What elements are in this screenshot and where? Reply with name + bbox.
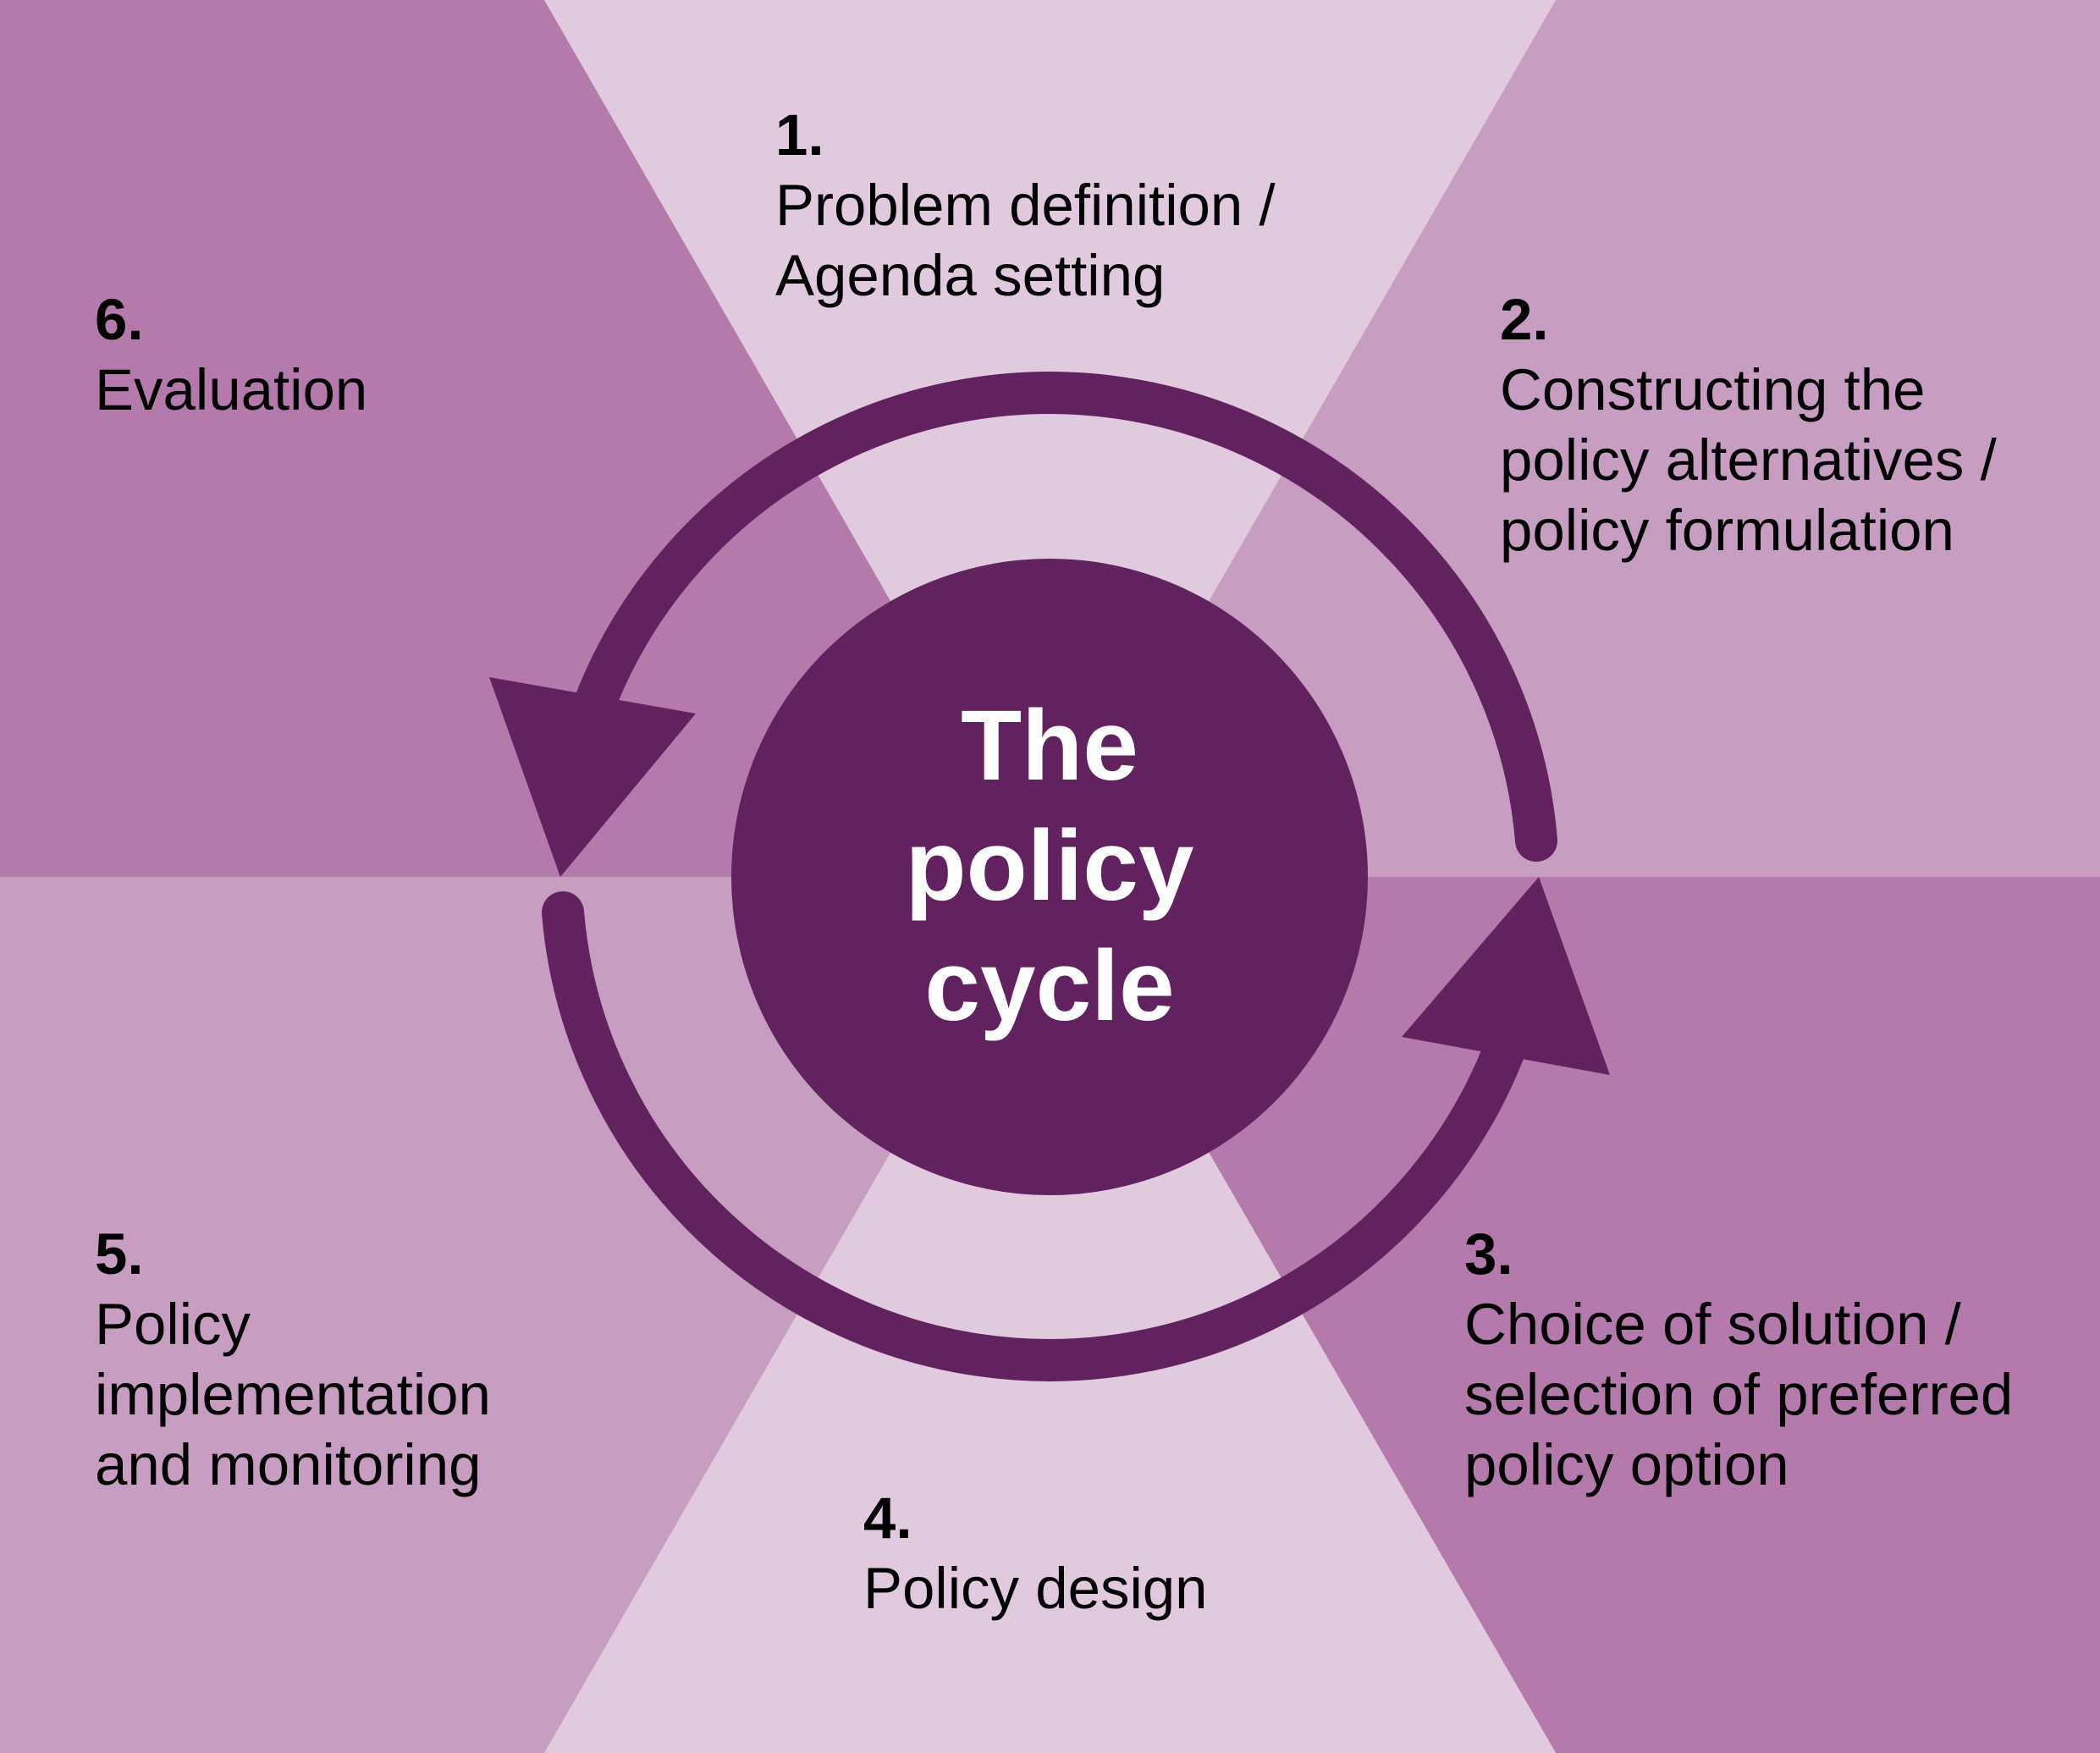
stage-1-number: 1. bbox=[775, 102, 824, 168]
stage-5-line-1: Policy bbox=[95, 1292, 251, 1357]
center-title: The policy cycle bbox=[838, 686, 1261, 1046]
sector-3-background bbox=[1050, 877, 2100, 1753]
stage-4-label: 4. Policy design bbox=[863, 1483, 1208, 1623]
sector-1-background bbox=[544, 0, 1556, 877]
stage-6-line-1: Evaluation bbox=[95, 357, 368, 422]
stage-1-line-1: Problem definition / bbox=[775, 173, 1276, 238]
upper-cycle-arrow-arc bbox=[574, 372, 1557, 862]
stage-3-label: 3. Choice of solution / selection of pre… bbox=[1464, 1219, 2013, 1500]
center-title-line-3: cycle bbox=[924, 930, 1175, 1042]
stage-5-line-2: implementation bbox=[95, 1362, 491, 1427]
stage-1-label: 1. Problem definition / Agenda setting bbox=[775, 100, 1276, 311]
lower-cycle-arrowhead bbox=[1402, 877, 1610, 1075]
stage-2-label: 2. Constructing the policy alternatives … bbox=[1500, 284, 1997, 565]
stage-3-line-1: Choice of solution / bbox=[1464, 1292, 1961, 1357]
stage-2-line-2: policy alternatives / bbox=[1500, 427, 1997, 493]
upper-cycle-arrowhead bbox=[489, 677, 696, 877]
stage-3-line-3: policy option bbox=[1464, 1432, 1789, 1497]
center-title-line-1: The bbox=[961, 690, 1138, 802]
sector-6-background bbox=[0, 0, 1050, 877]
stage-2-number: 2. bbox=[1500, 287, 1549, 352]
sector-2-background bbox=[1050, 0, 2100, 877]
center-title-line-2: policy bbox=[905, 810, 1194, 922]
stage-3-line-2: selection of preferred bbox=[1464, 1362, 2014, 1427]
stage-4-number: 4. bbox=[863, 1486, 912, 1551]
stage-4-line-1: Policy design bbox=[863, 1556, 1208, 1621]
stage-1-line-2: Agenda setting bbox=[775, 243, 1166, 308]
stage-5-number: 5. bbox=[95, 1221, 144, 1287]
stage-6-label: 6. Evaluation bbox=[95, 284, 367, 425]
stage-5-label: 5. Policy implementation and monitoring bbox=[95, 1219, 491, 1500]
sector-4-background bbox=[544, 877, 1556, 1753]
center-circle bbox=[731, 559, 1368, 1195]
sector-5-background bbox=[0, 877, 1050, 1753]
stage-3-number: 3. bbox=[1464, 1221, 1513, 1287]
stage-5-line-3: and monitoring bbox=[95, 1432, 482, 1497]
lower-cycle-arrow-arc bbox=[542, 891, 1525, 1381]
stage-6-number: 6. bbox=[95, 287, 144, 352]
stage-2-line-1: Constructing the bbox=[1500, 357, 1926, 422]
stage-2-line-3: policy formulation bbox=[1500, 498, 1954, 563]
